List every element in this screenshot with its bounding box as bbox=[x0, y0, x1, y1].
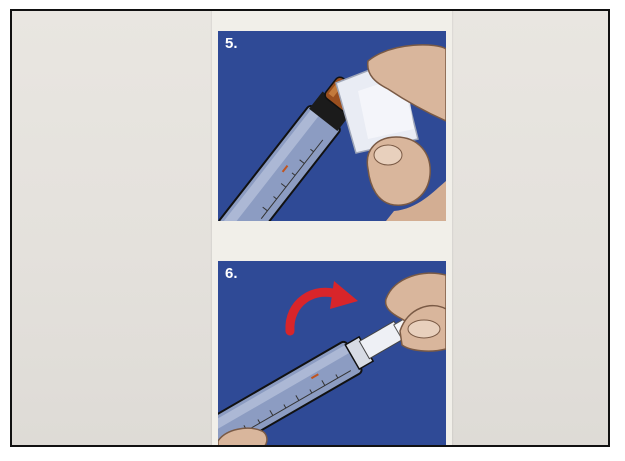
step-5-illustration bbox=[218, 31, 446, 221]
instruction-card: 5. bbox=[212, 9, 452, 447]
step-5-number: 5. bbox=[225, 35, 238, 52]
step-5-panel: 5. bbox=[218, 31, 446, 221]
step-6-number: 6. bbox=[225, 265, 238, 282]
step-6-illustration bbox=[218, 261, 446, 447]
photo-frame: 5. bbox=[10, 9, 610, 447]
step-6-panel: 6. bbox=[218, 261, 446, 447]
